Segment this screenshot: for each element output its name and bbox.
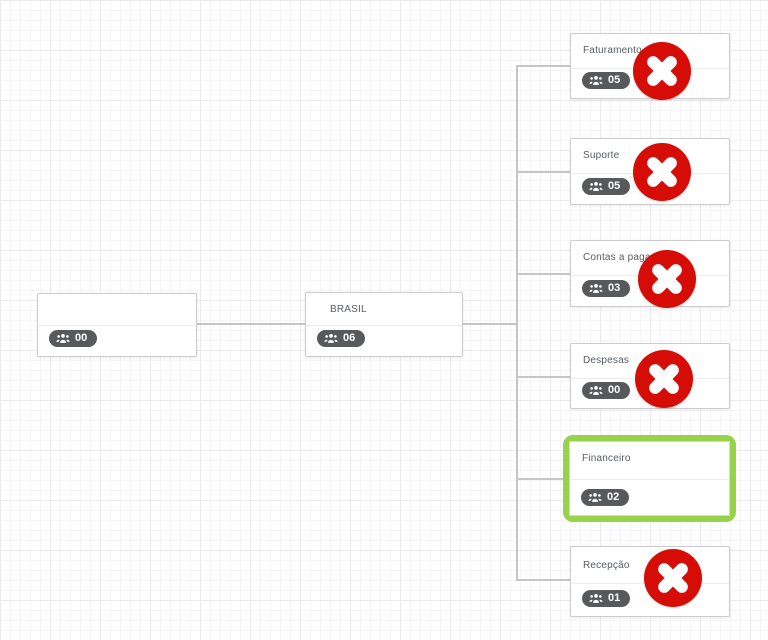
employee-count: 00 <box>75 332 88 344</box>
employee-count-badge: 05 <box>582 72 631 89</box>
employee-count-badge: 02 <box>581 489 630 506</box>
node-title: Suporte <box>583 150 620 161</box>
employee-count-badge: 00 <box>49 330 98 347</box>
node-title: Faturamento <box>583 45 642 56</box>
users-group-icon <box>589 386 603 395</box>
employee-count-badge: 01 <box>582 590 631 607</box>
delete-node-button-suporte[interactable] <box>633 143 691 201</box>
connector-branch-despesas <box>516 376 570 378</box>
employee-count-badge: 00 <box>582 382 631 399</box>
employee-count: 00 <box>608 384 621 396</box>
node-divider <box>38 325 196 326</box>
delete-node-button-faturamento[interactable] <box>633 42 691 100</box>
node-title: Contas a pagar <box>583 252 655 263</box>
org-node-financeiro[interactable]: Financeiro 02 <box>569 441 730 516</box>
users-group-icon <box>589 284 603 293</box>
employee-count: 02 <box>607 491 620 503</box>
users-group-icon <box>324 334 338 343</box>
node-title: Recepção <box>583 560 630 571</box>
users-group-icon <box>588 493 602 502</box>
node-title: Financeiro <box>582 453 631 464</box>
employee-count-badge: 03 <box>582 280 631 297</box>
node-title: Despesas <box>583 355 630 366</box>
delete-node-button-contas-a-pagar[interactable] <box>638 250 696 308</box>
connector-branch-recepcao <box>516 579 570 581</box>
connector-trunk <box>516 65 518 581</box>
employee-count: 03 <box>608 282 621 294</box>
employee-count-badge: 05 <box>582 178 631 195</box>
employee-count: 05 <box>608 74 621 86</box>
selected-node-highlight: Financeiro 02 <box>563 435 736 522</box>
connector-branch-financeiro <box>516 478 570 480</box>
node-divider <box>306 325 462 326</box>
users-group-icon <box>589 76 603 85</box>
delete-node-button-despesas[interactable] <box>635 350 693 408</box>
employee-count-badge: 06 <box>317 330 366 347</box>
connector-branch-contas <box>516 273 570 275</box>
org-node-brasil[interactable]: BRASIL 06 <box>305 292 463 357</box>
delete-node-button-recepcao[interactable] <box>644 549 702 607</box>
users-group-icon <box>589 594 603 603</box>
connector-branch-faturamento <box>516 65 570 67</box>
org-node-root[interactable]: 00 <box>37 293 197 357</box>
connector-branch-suporte <box>516 171 570 173</box>
employee-count: 06 <box>343 332 356 344</box>
connector-brasil-to-trunk <box>463 323 517 325</box>
connector-root-to-brasil <box>197 323 305 325</box>
employee-count: 01 <box>608 592 621 604</box>
node-title: BRASIL <box>330 304 367 315</box>
node-divider <box>570 479 729 480</box>
users-group-icon <box>56 334 70 343</box>
users-group-icon <box>589 182 603 191</box>
employee-count: 05 <box>608 180 621 192</box>
